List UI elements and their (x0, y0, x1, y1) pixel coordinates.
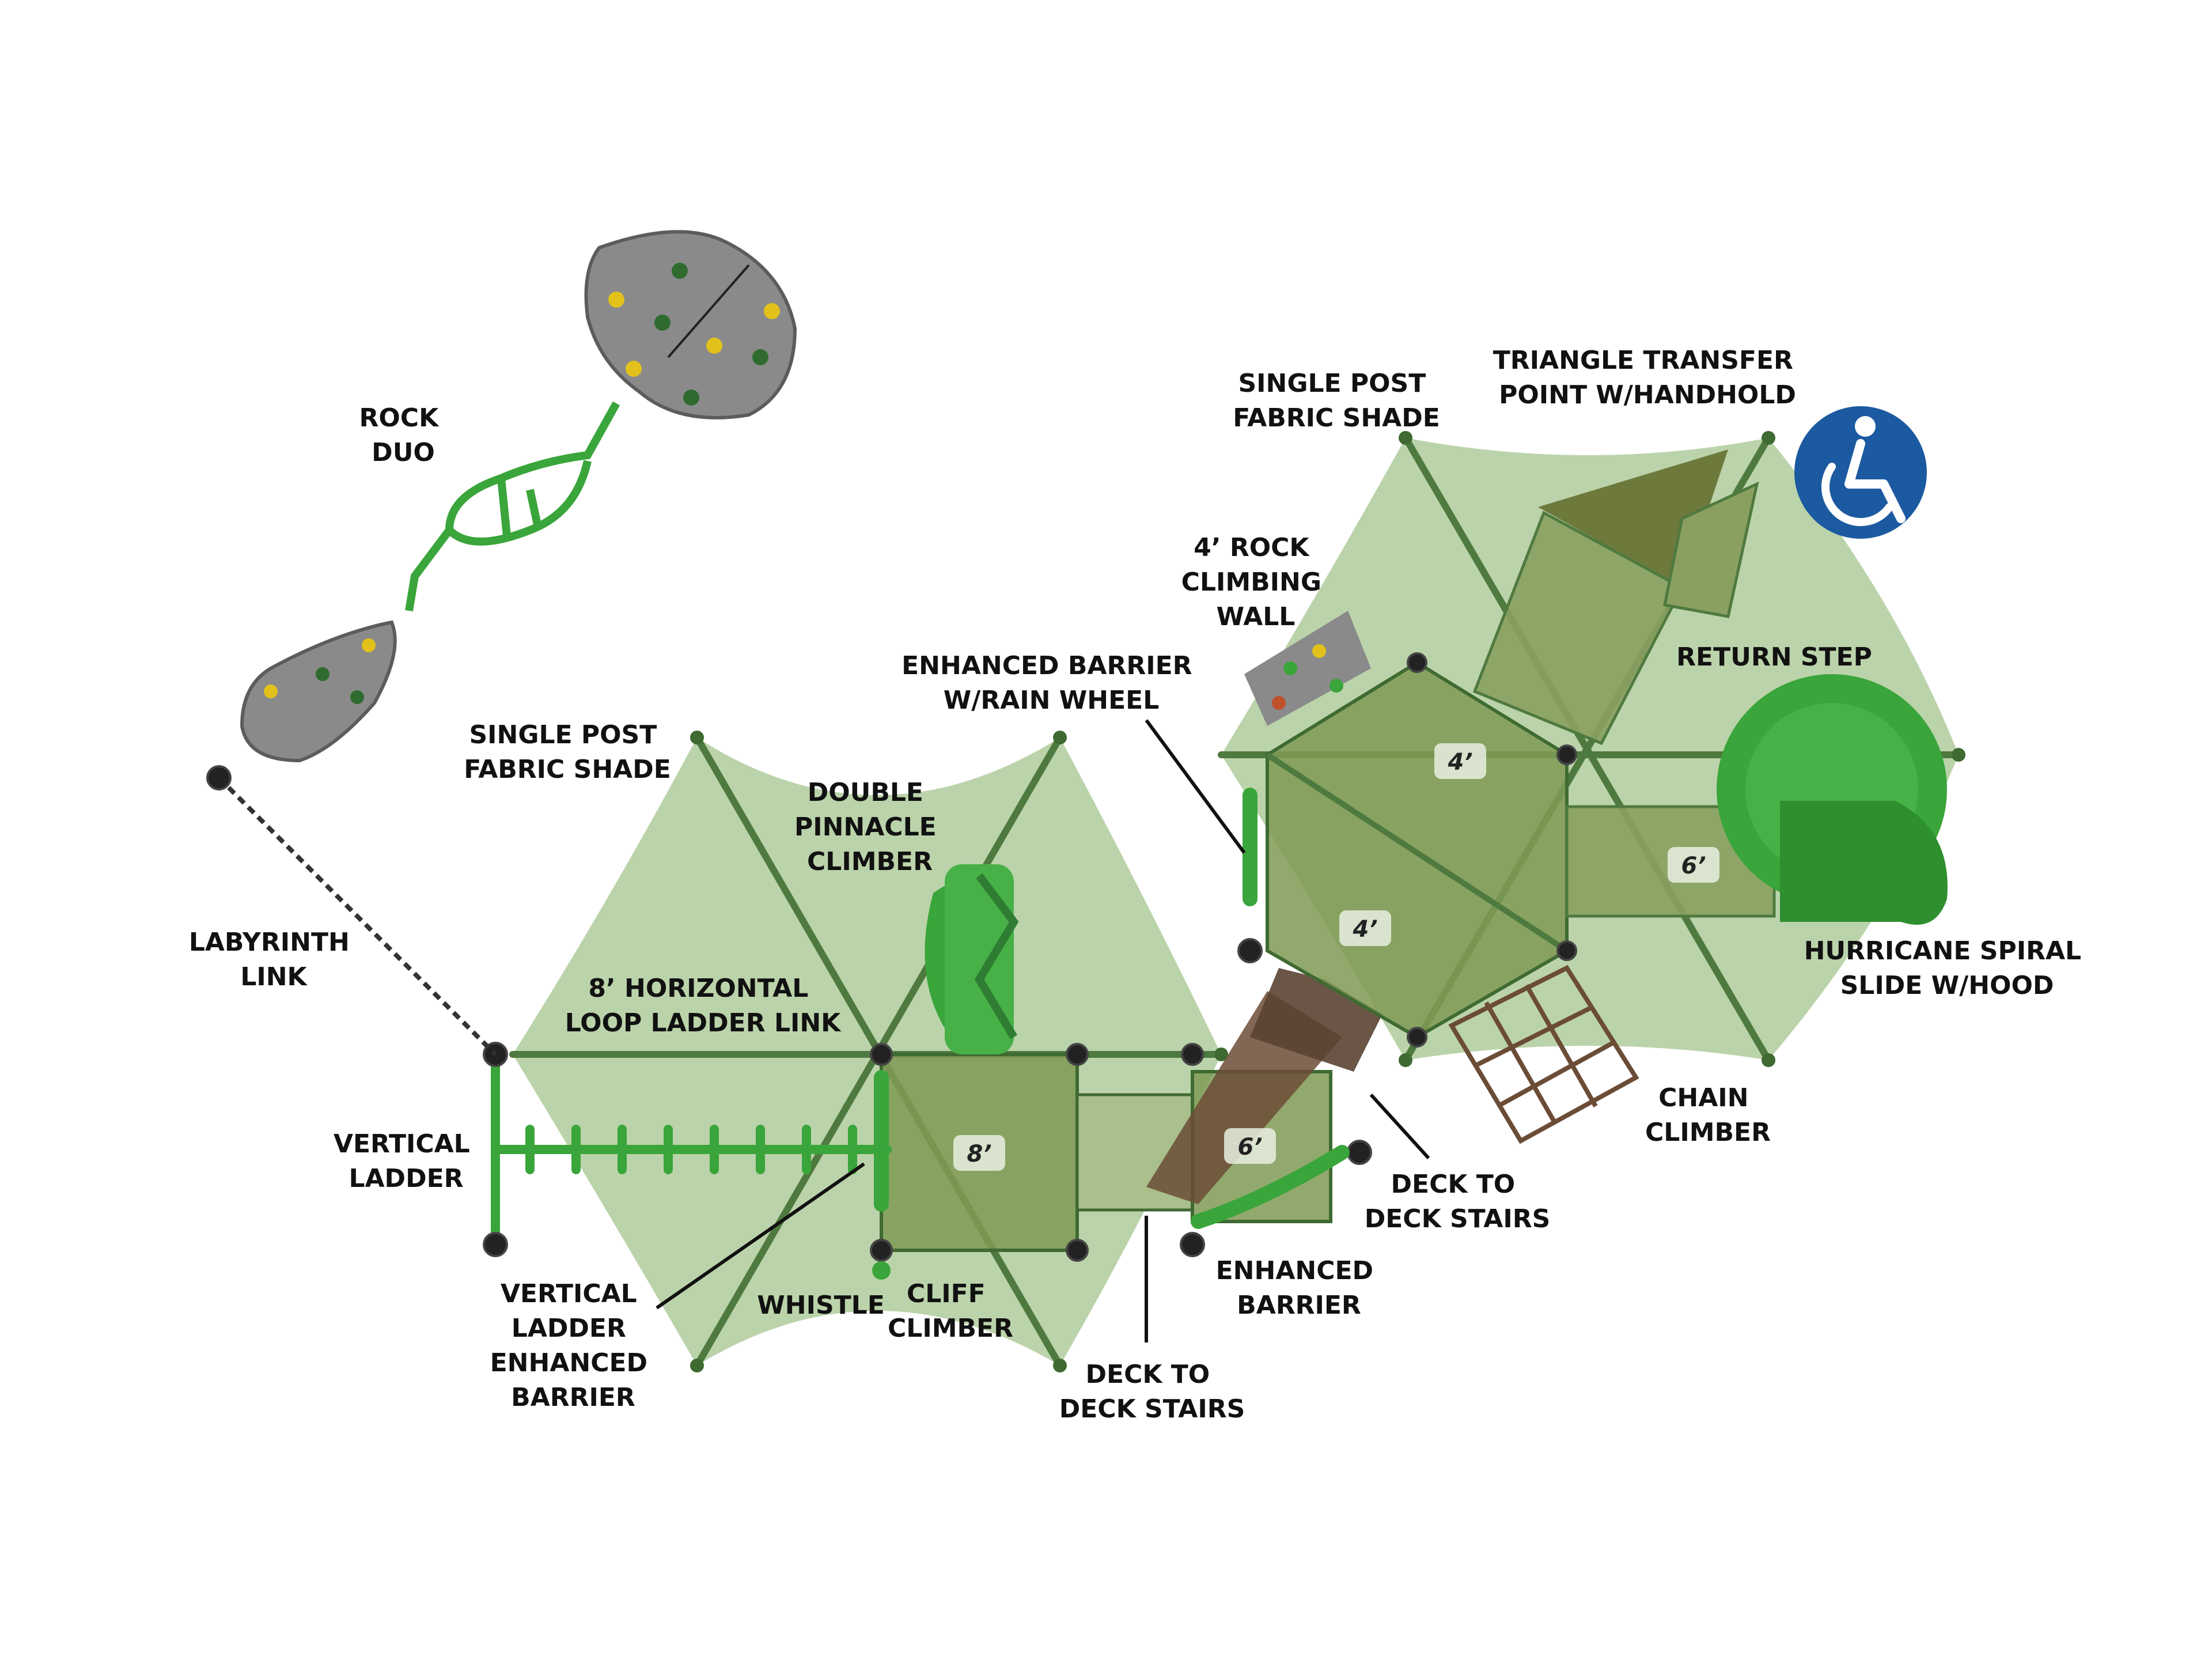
label-whistle: WHISTLE (757, 1291, 885, 1320)
shade-right-tips (1399, 431, 1965, 1067)
label-labyrinth-link: LABYRINTH LINK (189, 928, 358, 992)
label-rain-wheel-barrier: ENHANCED BARRIER W/RAIN WHEEL (902, 651, 1201, 715)
label-double-pinnacle: DOUBLE PINNACLE CLIMBER (794, 778, 945, 876)
rock-large-holds (608, 263, 780, 406)
rock-climbing-wall (1244, 611, 1371, 726)
rock-link-ladder (405, 401, 620, 612)
deck-tags: 8’ 6’ 4’ 4’ 6’ (953, 743, 1719, 1171)
deck-tag-4-top-bg (1434, 743, 1486, 779)
label-enhanced-barrier: ENHANCED BARRIER (1216, 1256, 1382, 1320)
deck-tag-8-bg (953, 1135, 1005, 1171)
label-deck-stairs-bottom: DECK TO DECK STAIRS (1059, 1360, 1245, 1424)
leader-lines (656, 719, 1430, 1342)
deck-to-deck-stairs-upper (1250, 968, 1382, 1072)
vertical-ladder (491, 1050, 892, 1249)
right-structure (1237, 449, 1948, 1144)
label-vertical-ladder: VERTICAL LADDER (334, 1129, 479, 1193)
deck-tag-6-mid: 6’ (1237, 1134, 1262, 1160)
deck-tag-4-mid: 4’ (1352, 916, 1377, 943)
label-shade-right: SINGLE POST FABRIC SHADE (1233, 369, 1440, 433)
label-loop-ladder: 8’ HORIZONTAL LOOP LADDER LINK (565, 974, 842, 1038)
wheelchair-icon (1794, 406, 1927, 539)
rock-small (240, 620, 397, 763)
shade-left-tips (690, 731, 1228, 1372)
hurricane-spiral-slide (1717, 674, 1948, 925)
label-vl-enhanced-barrier: VERTICAL LADDER ENHANCED BARRIER (490, 1279, 657, 1412)
label-shade-left: SINGLE POST FABRIC SHADE (464, 720, 671, 784)
rock-duo (240, 230, 797, 763)
deck-divider (1266, 752, 1569, 954)
leader-vl-barrier (656, 1162, 865, 1310)
return-step (1663, 481, 1759, 618)
leader-deck-stairs-right (1369, 1093, 1430, 1160)
deck-tag-6-right: 6’ (1681, 853, 1706, 879)
label-cliff-climber: CLIFF CLIMBER (888, 1279, 1013, 1343)
anchor-posts-left (483, 1042, 1372, 1262)
label-return-step: RETURN STEP (1676, 642, 1872, 672)
deck-tag-4-mid-bg (1339, 910, 1391, 946)
labyrinth-link (206, 765, 497, 1056)
whistle-icon (872, 1261, 891, 1280)
left-structure (483, 864, 1382, 1280)
label-chain-climber: CHAIN CLIMBER (1645, 1083, 1771, 1147)
rock-small-holds (264, 638, 376, 704)
chain-climber (1448, 965, 1639, 1144)
label-triangle-transfer: TRIANGLE TRANSFER POINT W/HANDHOLD (1493, 346, 1802, 410)
deck-tag-8: 8’ (967, 1141, 991, 1167)
anchor-posts-right (1237, 652, 1577, 1047)
rock-hand-pole (667, 264, 750, 358)
double-pinnacle-climber (925, 864, 1019, 1054)
deck-tag-6-mid-bg (1224, 1128, 1276, 1164)
leader-rain-wheel (1145, 719, 1246, 854)
label-rock-duo: ROCK DUO (359, 403, 448, 467)
deck-tag-6-right-bg (1668, 847, 1719, 883)
callouts: ROCK DUO LABYRINTH LINK SINGLE POST FABR… (189, 346, 2090, 1424)
label-deck-stairs-right: DECK TO DECK STAIRS (1365, 1170, 1551, 1234)
deck-tag-4-top: 4’ (1447, 749, 1472, 776)
label-rock-wall: 4’ ROCK CLIMBING WALL (1181, 533, 1331, 631)
label-hurricane-slide: HURRICANE SPIRAL SLIDE W/HOOD (1804, 936, 2090, 1000)
enhanced-barrier-shape (1191, 1145, 1350, 1229)
